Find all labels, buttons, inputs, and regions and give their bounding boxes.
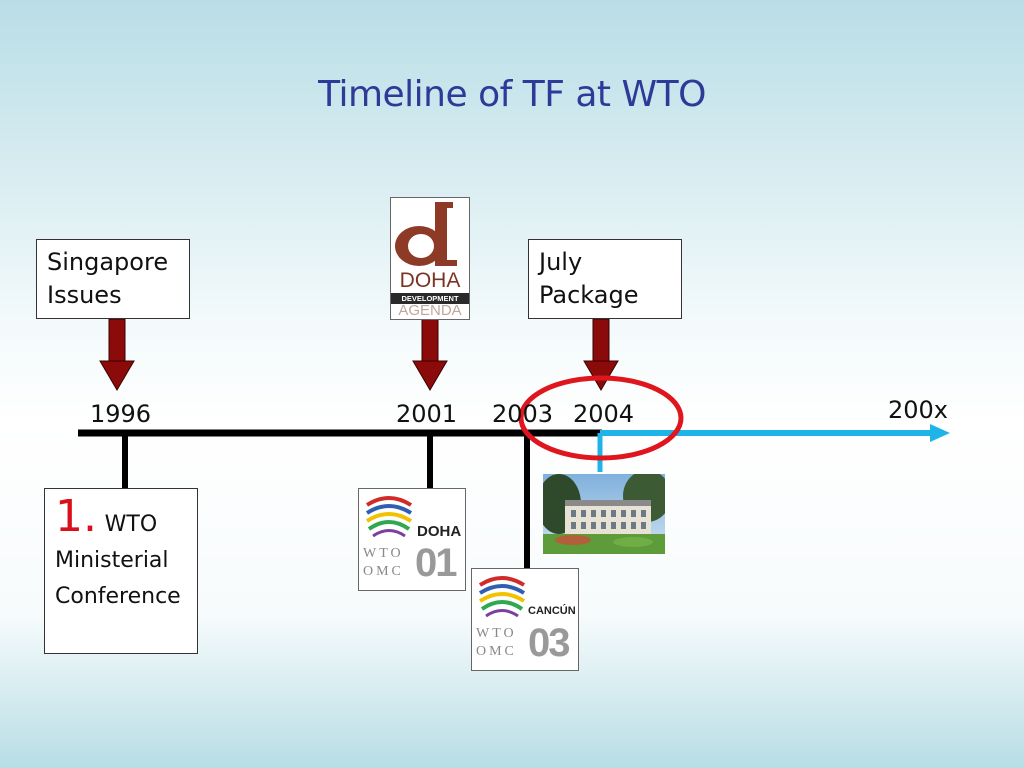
singapore-issues-box: Singapore Issues [36, 239, 190, 319]
doha-development-agenda-logo: DOHA DEVELOPMENT AGENDA [390, 197, 470, 320]
conference-number: 1. [55, 491, 97, 542]
year-2004: 2004 [573, 400, 635, 428]
wto-cancun-number: 03 [528, 621, 570, 665]
arrow-doha [412, 318, 448, 391]
wto-doha-omc-text: OMC [363, 564, 404, 579]
july-package-box: July Package [528, 239, 682, 319]
highlight-circle [518, 375, 684, 461]
wto-doha-01-logo: WTO OMC DOHA 01 [358, 488, 466, 591]
arrow-singapore [99, 318, 135, 391]
ministerial-conference-box: 1. WTO Ministerial Conference [44, 488, 198, 654]
year-200x: 200x [888, 396, 949, 424]
wto-building-photo [543, 474, 665, 554]
doha-agenda-word: DOHA [399, 269, 461, 292]
wto-swirl-icon [365, 496, 413, 538]
wto-cancun-omc-text: OMC [476, 644, 517, 659]
page-title: Timeline of TF at WTO [318, 74, 706, 115]
wto-cancun-event-text: CANCÚN [528, 605, 576, 617]
wto-doha-wto-text: WTO [363, 546, 404, 561]
conference-text: WTO Ministerial Conference [55, 512, 181, 609]
year-1996: 1996 [90, 400, 152, 428]
wto-doha-number: 01 [415, 541, 457, 585]
year-2001: 2001 [396, 400, 458, 428]
year-2003: 2003 [492, 400, 554, 428]
doha-agenda-band: DEVELOPMENT [391, 293, 469, 304]
doha-agenda-sub: AGENDA [398, 302, 462, 319]
wto-cancun-wto-text: WTO [476, 626, 517, 641]
future-arrowhead [930, 424, 950, 442]
wto-swirl-icon [478, 576, 526, 618]
wto-doha-event-text: DOHA [417, 523, 462, 540]
wto-cancun-03-logo: WTO OMC CANCÚN 03 [471, 568, 579, 671]
